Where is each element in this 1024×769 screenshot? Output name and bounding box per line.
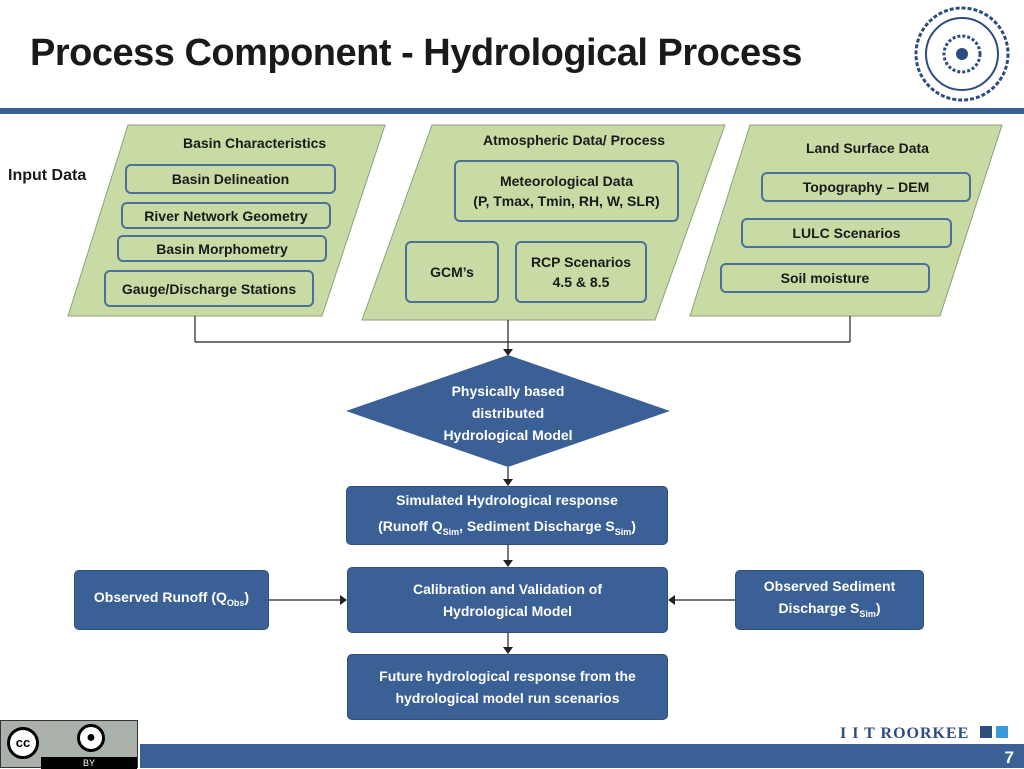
observed-sediment-box: Observed Sediment Discharge SSim): [735, 570, 924, 630]
observed-runoff-box: Observed Runoff (QObs): [74, 570, 269, 630]
model-line2: distributed: [471, 405, 545, 421]
page-title: Process Component - Hydrological Process: [30, 32, 802, 74]
rcp-line2: 4.5 & 8.5: [552, 274, 610, 290]
calibration-box: Calibration and Validation of Hydrologic…: [347, 567, 668, 633]
footer-bar: [140, 744, 1024, 768]
atmos-header: Atmospheric Data/ Process: [483, 132, 666, 148]
meteorological-box: Meteorological Data (P, Tmax, Tmin, RH, …: [454, 160, 679, 222]
cc-icon: cc: [7, 727, 39, 759]
gcm-box: GCM’s: [405, 241, 499, 303]
title-rule: [0, 108, 1024, 114]
simulated-line1: Simulated Hydrological response: [396, 491, 618, 508]
future-response-box: Future hydrological response from the hy…: [347, 654, 668, 720]
topography-box: Topography – DEM: [761, 172, 971, 202]
lulc-box: LULC Scenarios: [741, 218, 952, 248]
simulated-response-box: Simulated Hydrological response (Runoff …: [346, 486, 668, 545]
land-header: Land Surface Data: [806, 140, 929, 156]
basin-header: Basin Characteristics: [183, 135, 327, 151]
input-data-label: Input Data: [8, 167, 87, 184]
met-line2: (P, Tmax, Tmin, RH, W, SLR): [473, 193, 660, 209]
model-diamond: [346, 355, 670, 467]
model-line3: Hydrological Model: [443, 427, 573, 443]
met-line1: Meteorological Data: [499, 173, 634, 189]
basin-morphometry-box: Basin Morphometry: [117, 235, 327, 262]
soil-moisture-box: Soil moisture: [720, 263, 930, 293]
rcp-box: RCP Scenarios 4.5 & 8.5: [515, 241, 647, 303]
cc-by-license-badge[interactable]: cc ● BY: [0, 720, 138, 769]
attribution-icon: ●: [77, 724, 105, 752]
license-by-label: BY: [41, 757, 137, 769]
rcp-line1: RCP Scenarios: [530, 254, 632, 270]
calibration-line2: Hydrological Model: [442, 603, 573, 619]
simulated-line2: (Runoff QSim, Sediment Discharge SSim): [378, 517, 636, 537]
iit-seal-logo: [914, 6, 1010, 102]
calibration-line1: Calibration and Validation of: [412, 581, 602, 597]
model-diamond-text: Physically based distributed Hydrologica…: [408, 380, 608, 446]
page-number: 7: [1004, 748, 1014, 767]
model-line1: Physically based: [451, 383, 565, 399]
connectors: [194, 316, 851, 648]
gauge-stations-box: Gauge/Discharge Stations: [104, 270, 314, 307]
river-network-box: River Network Geometry: [121, 202, 331, 229]
basin-delineation-box: Basin Delineation: [125, 164, 336, 194]
